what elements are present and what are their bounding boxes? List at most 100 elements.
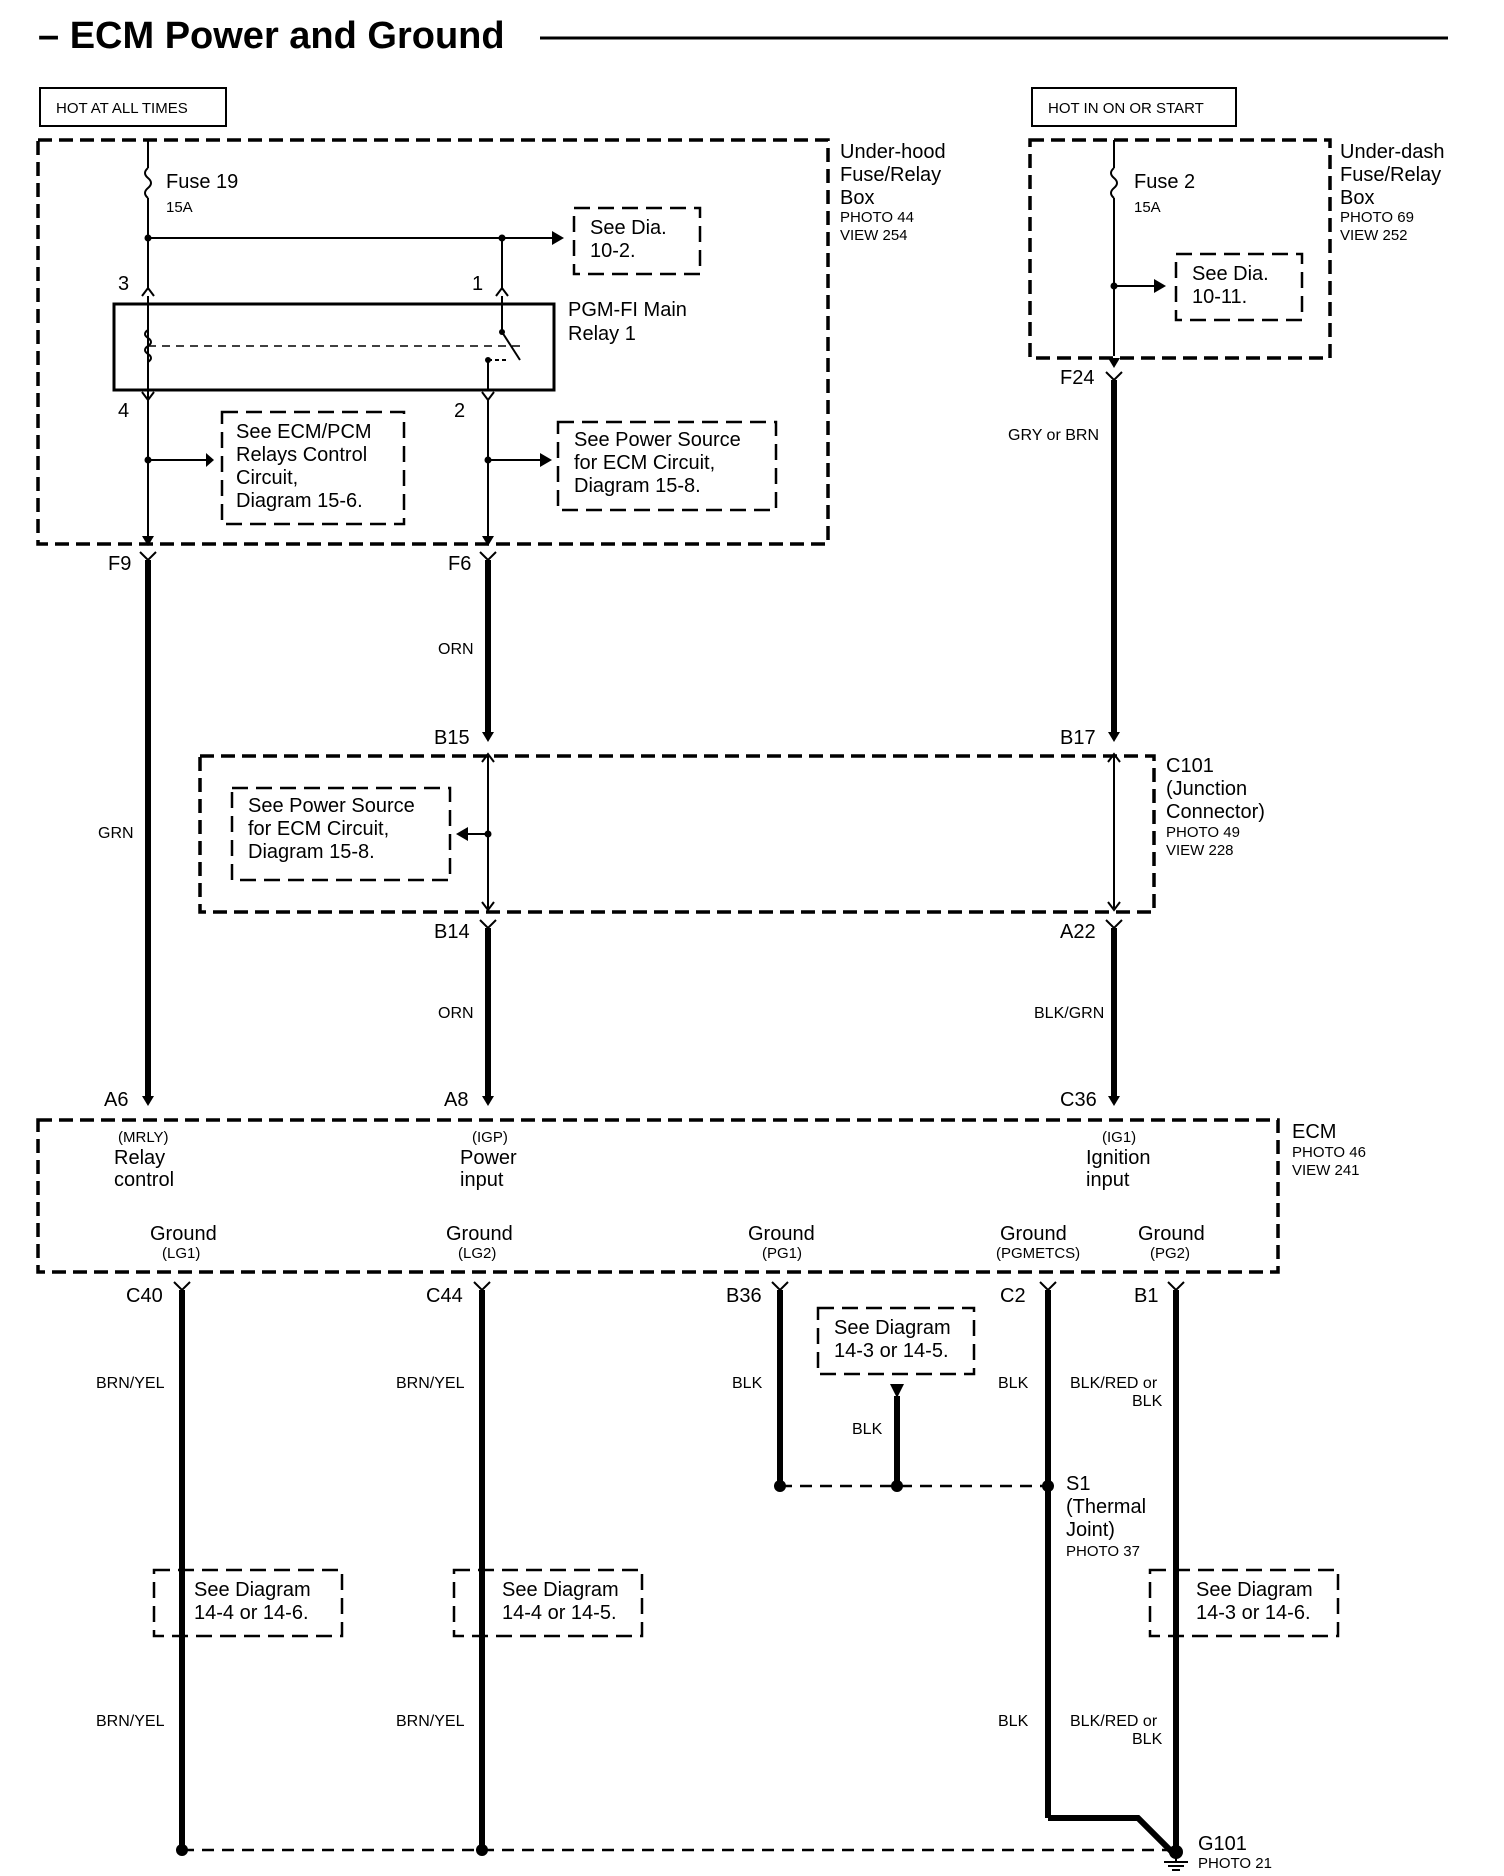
svg-text:Relay 1: Relay 1 [568,323,636,345]
relay-switch-arm-icon [501,331,521,361]
svg-text:Power: Power [460,1147,517,1169]
ecm-ground-pg2: Ground (PG2) [1138,1223,1205,1262]
power-source-arrow-icon [540,453,552,467]
ecm-label: ECM PHOTO 46 VIEW 241 [1292,1121,1366,1179]
wire-color-blk-c2: BLK [998,1375,1029,1392]
s1-dot-c2 [1042,1480,1054,1492]
b17-inner-terminal [1107,752,1121,763]
see-dia-10-11-arrow-icon [1154,279,1166,293]
svg-text:See Diagram: See Diagram [1196,1579,1313,1601]
svg-text:VIEW 252: VIEW 252 [1340,227,1408,244]
svg-text:See Dia.: See Dia. [590,217,667,239]
svg-text:Ground: Ground [150,1223,217,1245]
fuse19-label: Fuse 19 [166,171,238,193]
b15-arrow [482,732,494,742]
connector-a6: A6 [104,1089,128,1111]
connector-c36: C36 [1060,1089,1097,1111]
connector-c2: C2 [1000,1285,1026,1307]
svg-text:(Junction: (Junction [1166,778,1247,800]
g101-label: G101 PHOTO 21 [1198,1833,1272,1872]
svg-text:(PG2): (PG2) [1150,1245,1190,1262]
see-diagram-14-4-14-5-ref: See Diagram 14-4 or 14-5. [452,1568,644,1638]
svg-text:See Power Source: See Power Source [248,795,415,817]
svg-text:PGM-FI Main: PGM-FI Main [568,299,687,321]
svg-text:Fuse/Relay: Fuse/Relay [1340,164,1441,186]
svg-text:C101: C101 [1166,755,1214,777]
svg-text:Diagram 15-8.: Diagram 15-8. [574,475,701,497]
svg-text:VIEW 241: VIEW 241 [1292,1162,1360,1179]
b36-terminal [771,1281,789,1292]
svg-text:Circuit,: Circuit, [236,467,298,489]
svg-text:Joint): Joint) [1066,1519,1115,1541]
svg-text:See Diagram: See Diagram [502,1579,619,1601]
wire-blk-to-g101 [1048,1815,1179,1859]
connector-b1: B1 [1134,1285,1158,1307]
connector-b36: B36 [726,1285,762,1307]
svg-text:(LG1): (LG1) [162,1245,200,1262]
c101-power-source-arrow-icon [456,827,468,841]
relay-pin-1: 1 [472,273,483,295]
connector-b15: B15 [434,727,470,749]
relays-control-arrow-icon [206,453,214,467]
svg-text:Ground: Ground [1000,1223,1067,1245]
svg-text:BLK: BLK [1132,1731,1163,1748]
c101-label: C101 (Junction Connector) PHOTO 49 VIEW … [1166,755,1265,859]
ecm-box [36,1118,1280,1274]
a8-arrow [482,1096,494,1106]
svg-text:14-3 or 14-6.: 14-3 or 14-6. [1196,1602,1311,1624]
b14-inner-terminal [481,901,495,912]
svg-text:VIEW 228: VIEW 228 [1166,842,1234,859]
relay-pin1-terminal [495,286,509,297]
connector-a22: A22 [1060,921,1096,943]
mid-ref-arrow-icon [890,1384,904,1398]
relay-pin2-terminal [481,391,495,402]
svg-text:G101: G101 [1198,1833,1247,1855]
underhood-box-label: Under-hood Fuse/Relay Box PHOTO 44 VIEW … [840,141,946,244]
see-diagram-14-3-14-6-ref: See Diagram 14-3 or 14-6. [1148,1568,1340,1638]
underdash-box-label: Under-dash Fuse/Relay Box PHOTO 69 VIEW … [1340,141,1445,244]
a22-terminal [1105,919,1123,930]
f24-arrow [1108,358,1120,368]
svg-text:14-4 or 14-5.: 14-4 or 14-5. [502,1602,617,1624]
ecm-ground-pgmetcs: Ground (PGMETCS) [996,1223,1080,1262]
svg-text:Box: Box [840,187,874,209]
page-title: – ECM Power and Ground [38,15,505,57]
svg-text:for ECM Circuit,: for ECM Circuit, [248,818,389,840]
see-dia-10-11-ref: See Dia. 10-11. [1174,252,1304,322]
wire-color-orn-lower: ORN [438,1005,474,1022]
svg-text:See Diagram: See Diagram [834,1317,951,1339]
f6-terminal [479,551,497,562]
wire-color-blk-red-lower: BLK/RED or BLK [1070,1713,1163,1748]
ecm-ground-lg2: Ground (LG2) [446,1223,513,1262]
svg-text:Box: Box [1340,187,1374,209]
c40-terminal [173,1281,191,1292]
ecm-ground-pg1: Ground (PG1) [748,1223,815,1262]
svg-text:Under-dash: Under-dash [1340,141,1445,163]
f9-terminal [139,551,157,562]
see-diagram-14-3-14-5-ref: See Diagram 14-3 or 14-5. [816,1306,976,1376]
f24-terminal [1105,371,1123,382]
wire-color-blk-b36: BLK [732,1375,763,1392]
svg-text:(LG2): (LG2) [458,1245,496,1262]
b1-terminal [1167,1281,1185,1292]
see-power-source-ref-c101: See Power Source for ECM Circuit, Diagra… [230,786,452,882]
svg-text:10-2.: 10-2. [590,240,636,262]
relay-pin-3: 3 [118,273,129,295]
svg-text:input: input [1086,1169,1130,1191]
svg-text:PHOTO 44: PHOTO 44 [840,209,914,226]
a22-inner-terminal [1107,901,1121,912]
fuse19-rating: 15A [166,199,193,216]
ecm-input-ig1: (IG1) Ignition input [1086,1129,1151,1191]
see-power-source-ref-upper: See Power Source for ECM Circuit, Diagra… [556,420,778,512]
c101-junction-connector-box [198,754,1156,914]
svg-text:See ECM/PCM: See ECM/PCM [236,421,372,443]
svg-text:VIEW 254: VIEW 254 [840,227,908,244]
wire-color-grn: GRN [98,825,134,842]
svg-text:(PG1): (PG1) [762,1245,802,1262]
svg-text:Relay: Relay [114,1147,165,1169]
svg-text:PHOTO 46: PHOTO 46 [1292,1144,1366,1161]
ground-dot-lg2 [476,1844,488,1856]
svg-text:Ground: Ground [1138,1223,1205,1245]
svg-text:PHOTO 37: PHOTO 37 [1066,1543,1140,1560]
f6-arrow [482,536,494,546]
